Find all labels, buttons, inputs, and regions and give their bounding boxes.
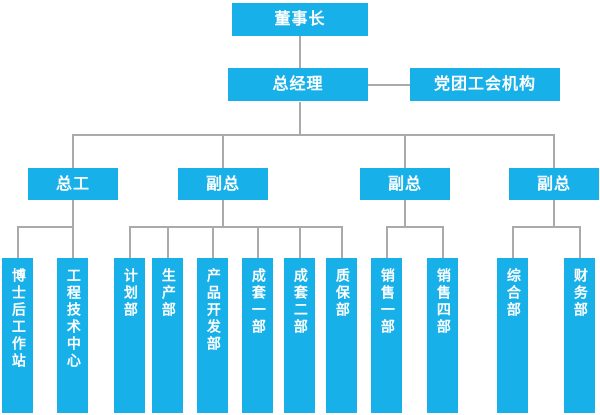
node-eng-tech-center[interactable]: 工程技术中心 xyxy=(57,258,88,413)
node-deputy-gm-1[interactable]: 副总 xyxy=(178,168,268,200)
connector-chairman-to-gm xyxy=(299,36,301,68)
node-planning-dept-label: 计划部 xyxy=(121,268,138,319)
node-production-dept-label: 生产部 xyxy=(159,268,176,319)
node-party-union-org[interactable]: 党团工会机构 xyxy=(410,68,560,101)
connector-to-quality-assurance-dept xyxy=(341,226,343,258)
node-chairman-label: 董事长 xyxy=(274,9,326,29)
node-sales-dept-1[interactable]: 销售一部 xyxy=(371,258,402,413)
connector-gm-to-party-union xyxy=(368,84,410,86)
connector-chief-engineer-bus xyxy=(17,226,73,228)
node-sales-dept-4-label: 销售四部 xyxy=(434,268,451,336)
connector-deputy-gm-1-stem xyxy=(222,200,224,227)
node-finance-dept[interactable]: 财务部 xyxy=(564,258,595,413)
connector-to-production-dept xyxy=(167,226,169,258)
connector-deputy-gm-3-stem xyxy=(553,200,555,227)
connector-to-general-affairs-dept xyxy=(512,226,514,258)
node-quality-assurance-dept-label: 质保部 xyxy=(333,268,350,319)
node-complete-set-dept-2-label: 成套二部 xyxy=(291,268,308,336)
node-postdoc-workstation-label: 博士后工作站 xyxy=(9,268,26,370)
node-quality-assurance-dept[interactable]: 质保部 xyxy=(326,258,357,413)
connector-to-product-dev-dept xyxy=(212,226,214,258)
connector-deputy-gm-3-bus xyxy=(512,226,581,228)
node-eng-tech-center-label: 工程技术中心 xyxy=(64,268,81,370)
node-chairman[interactable]: 董事长 xyxy=(232,3,368,36)
node-party-union-org-label: 党团工会机构 xyxy=(433,74,536,94)
node-general-manager-label: 总经理 xyxy=(272,74,324,94)
node-sales-dept-4[interactable]: 销售四部 xyxy=(427,258,458,413)
node-chief-engineer-label: 总工 xyxy=(55,173,90,193)
connector-deputy-gm-2-stem xyxy=(404,200,406,227)
connector-bus-to-deputy-gm-3 xyxy=(553,134,555,168)
node-deputy-gm-3-label: 副总 xyxy=(536,173,571,193)
connector-bus-to-chief-engineer xyxy=(72,134,74,168)
node-complete-set-dept-2[interactable]: 成套二部 xyxy=(284,258,315,413)
node-sales-dept-1-label: 销售一部 xyxy=(378,268,395,336)
connector-to-sales-dept-1 xyxy=(386,226,388,258)
node-general-affairs-dept[interactable]: 综合部 xyxy=(497,258,528,413)
connector-bus-to-deputy-gm-1 xyxy=(222,134,224,168)
connector-bus-to-deputy-gm-2 xyxy=(404,134,406,168)
node-chief-engineer[interactable]: 总工 xyxy=(28,168,118,200)
connector-deputy-gm-1-bus xyxy=(129,226,317,228)
connector-to-eng-tech-center xyxy=(72,226,74,258)
node-product-dev-dept[interactable]: 产品开发部 xyxy=(197,258,228,413)
node-deputy-gm-2-label: 副总 xyxy=(387,173,422,193)
node-production-dept[interactable]: 生产部 xyxy=(152,258,183,413)
node-finance-dept-label: 财务部 xyxy=(571,268,588,319)
node-postdoc-workstation[interactable]: 博士后工作站 xyxy=(2,258,33,413)
connector-to-complete-set-dept-1 xyxy=(257,226,259,258)
node-general-manager[interactable]: 总经理 xyxy=(228,68,368,101)
connector-level3-bus xyxy=(72,134,555,136)
node-deputy-gm-2[interactable]: 副总 xyxy=(360,168,450,200)
node-product-dev-dept-label: 产品开发部 xyxy=(204,268,221,353)
connector-to-postdoc-workstation xyxy=(17,226,19,258)
connector-deputy-gm-2-bus xyxy=(386,226,444,228)
node-complete-set-dept-1-label: 成套一部 xyxy=(249,268,266,336)
connector-chief-engineer-stem xyxy=(72,200,74,227)
node-deputy-gm-3[interactable]: 副总 xyxy=(509,168,599,200)
connector-to-sales-dept-4 xyxy=(442,226,444,258)
connector-to-finance-dept xyxy=(579,226,581,258)
connector-deputy-gm-1-bus-ext xyxy=(299,226,342,228)
connector-to-planning-dept xyxy=(129,226,131,258)
connector-to-complete-set-dept-2 xyxy=(299,226,301,258)
node-complete-set-dept-1[interactable]: 成套一部 xyxy=(242,258,273,413)
node-planning-dept[interactable]: 计划部 xyxy=(114,258,145,413)
connector-gm-stem xyxy=(299,102,301,135)
node-general-affairs-dept-label: 综合部 xyxy=(504,268,521,319)
node-deputy-gm-1-label: 副总 xyxy=(205,173,240,193)
